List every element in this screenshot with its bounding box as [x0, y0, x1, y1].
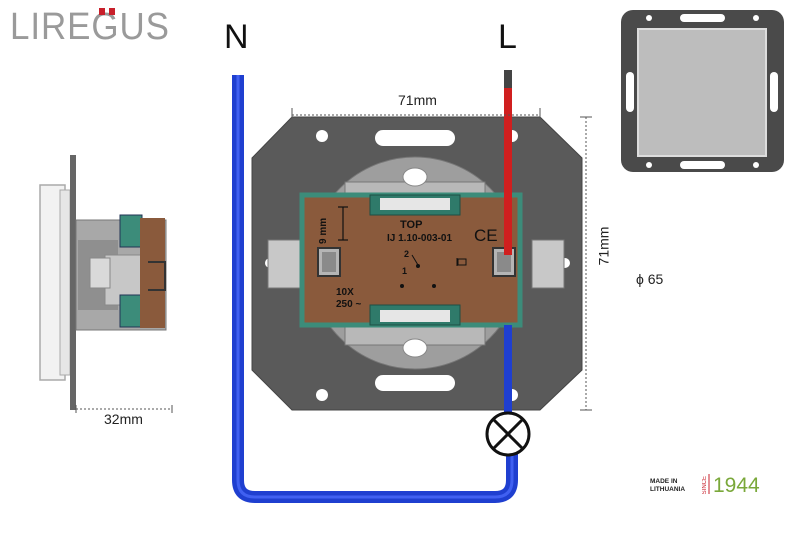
logo-accent-right: [109, 8, 115, 15]
neutral-label: N: [224, 18, 249, 56]
since-label: SINCE: [702, 476, 708, 495]
label-top: TOP: [400, 219, 423, 231]
lamp-icon: [485, 411, 531, 457]
made-in-line2: LITHUANIA: [650, 486, 686, 493]
terminal-1-label: 1: [402, 266, 408, 276]
made-in-label: MADE IN LITHUANIA: [650, 478, 685, 494]
product-front-view: [621, 10, 784, 172]
side-view: [39, 155, 173, 413]
brand-logo-text: LIREGUS: [10, 6, 170, 48]
label-model: IJ 1.10-003-01: [387, 233, 453, 244]
rating-voltage: 250 ~: [336, 299, 362, 310]
diameter-dimension: ϕ 65: [636, 271, 664, 287]
live-label: L: [498, 18, 517, 56]
mounting-slot-top: [375, 130, 455, 146]
made-in-line1: MADE IN: [650, 478, 678, 485]
logo-accent-left: [99, 8, 105, 15]
terminal-2-label: 2: [404, 249, 410, 259]
mounting-slot-bottom: [375, 375, 455, 391]
year-label: 1944: [713, 474, 760, 497]
strip-length-label: 9 mm: [318, 217, 329, 244]
ce-mark: CE: [474, 226, 498, 245]
width-dimension: 71mm: [398, 92, 437, 108]
brand-logo: LIREGUS: [10, 6, 170, 49]
rating-current: 10X: [336, 287, 354, 298]
depth-dimension: 32mm: [104, 411, 143, 427]
height-dimension: 71mm: [595, 226, 612, 266]
